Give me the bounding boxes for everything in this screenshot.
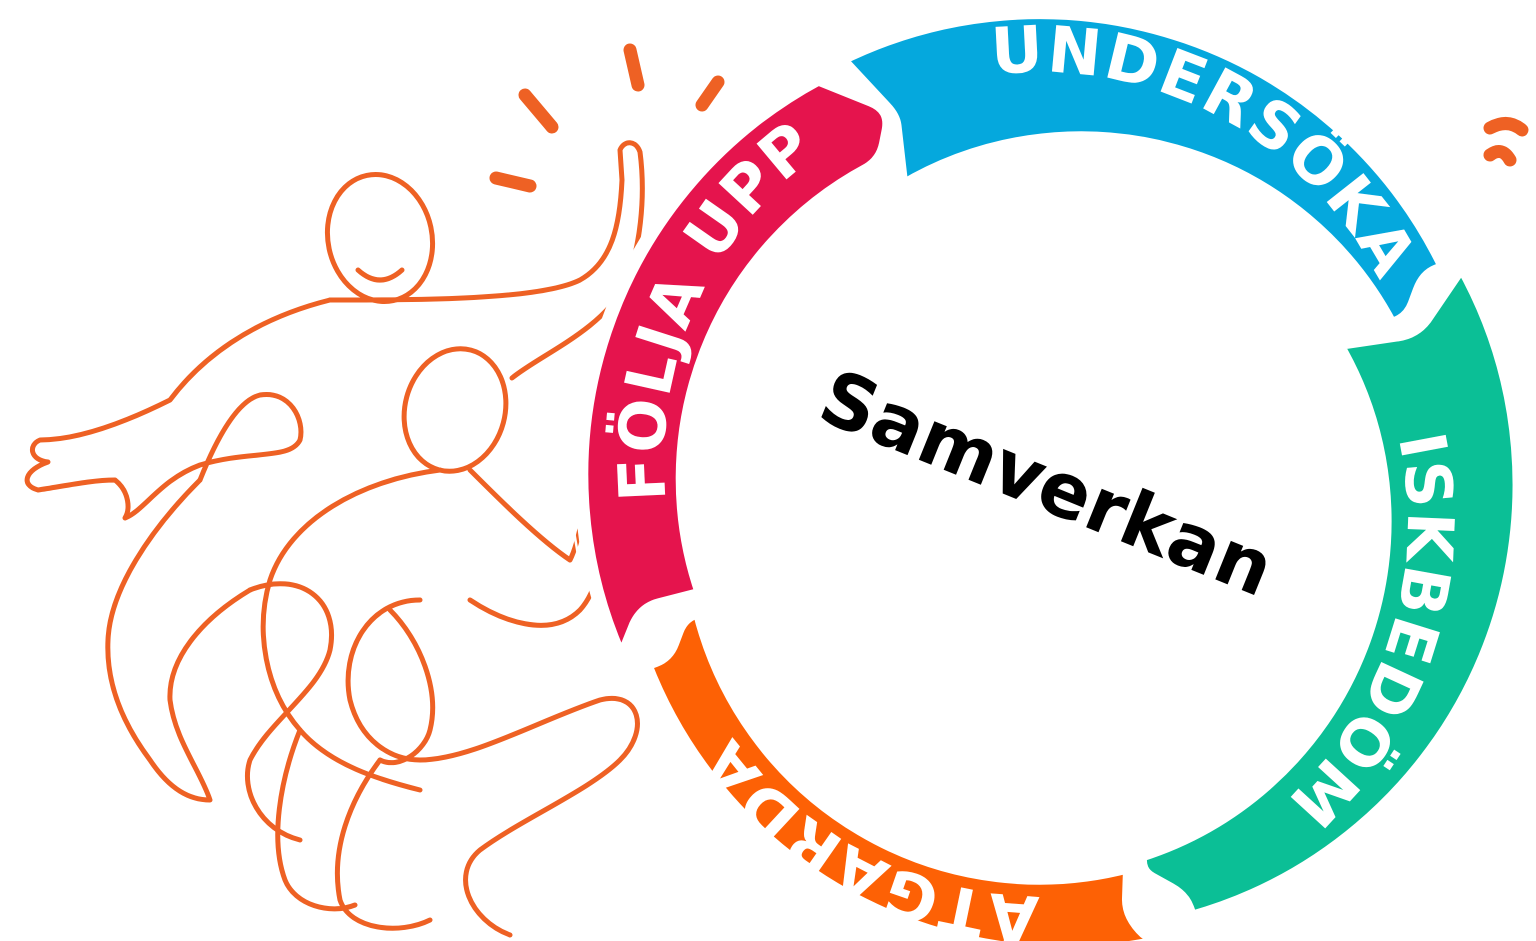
- segment-ring: [574, 5, 1527, 941]
- figure-crouching-torso: [260, 467, 443, 793]
- segment-folja-upp-arc[interactable]: [574, 71, 897, 668]
- figure-standing-smile: [355, 267, 405, 283]
- figure-crouching: [260, 346, 640, 938]
- figure-crouching-knee: [377, 607, 436, 766]
- spark-arc-1: [1483, 117, 1529, 137]
- center-label: Samverkan: [808, 352, 1286, 614]
- spark-line-1: [518, 88, 559, 134]
- segment-riskbedoma-arc[interactable]: [1132, 257, 1527, 926]
- segment-atgarda-arc[interactable]: [637, 603, 1194, 941]
- spark-line-2: [623, 43, 645, 92]
- figure-crouching-legs: [275, 597, 640, 938]
- figure-standing: [24, 140, 645, 843]
- figure-standing-head: [324, 171, 436, 305]
- spark-arc-2: [1483, 145, 1517, 167]
- spark-line-4: [489, 171, 537, 193]
- figure-standing-body: [24, 297, 333, 521]
- segment-undersoka-arc[interactable]: [832, 5, 1453, 333]
- spark-line-3: [695, 75, 725, 112]
- figure-standing-leg-left: [105, 477, 253, 803]
- figure-standing-leg-right: [244, 581, 334, 843]
- figure-crouching-head: [401, 346, 509, 474]
- high-five-figures-illustration: [24, 43, 1529, 938]
